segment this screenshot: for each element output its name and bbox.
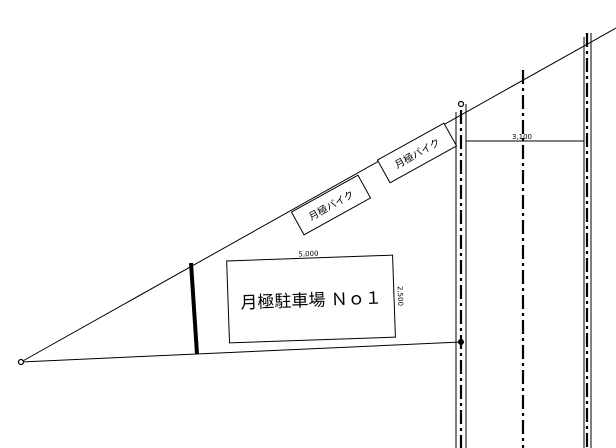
survey-point-left bbox=[17, 358, 25, 366]
survey-point-top bbox=[457, 100, 465, 108]
parking-lot-rect bbox=[226, 254, 396, 344]
boundary-bottom-line bbox=[20, 341, 462, 363]
parking-lot-label: 月極駐車場 Ｎｏ１ bbox=[240, 289, 382, 314]
boundary-diagonal-line bbox=[20, 27, 616, 363]
bike-space-1: 月極バイク bbox=[290, 174, 372, 236]
dimension-label-width: 5,000 bbox=[298, 250, 318, 259]
dimension-label-road: 3,100 bbox=[512, 133, 532, 141]
parking-lot-space: 月極駐車場 Ｎｏ１ 5,000 2,500 bbox=[226, 250, 405, 344]
dimension-label-depth: 2,500 bbox=[396, 286, 405, 306]
fence-wall bbox=[189, 262, 199, 355]
bike-space-2-rect bbox=[376, 122, 458, 184]
bike-space-2: 月極バイク bbox=[376, 122, 458, 184]
bike-space-1-rect bbox=[290, 174, 372, 236]
